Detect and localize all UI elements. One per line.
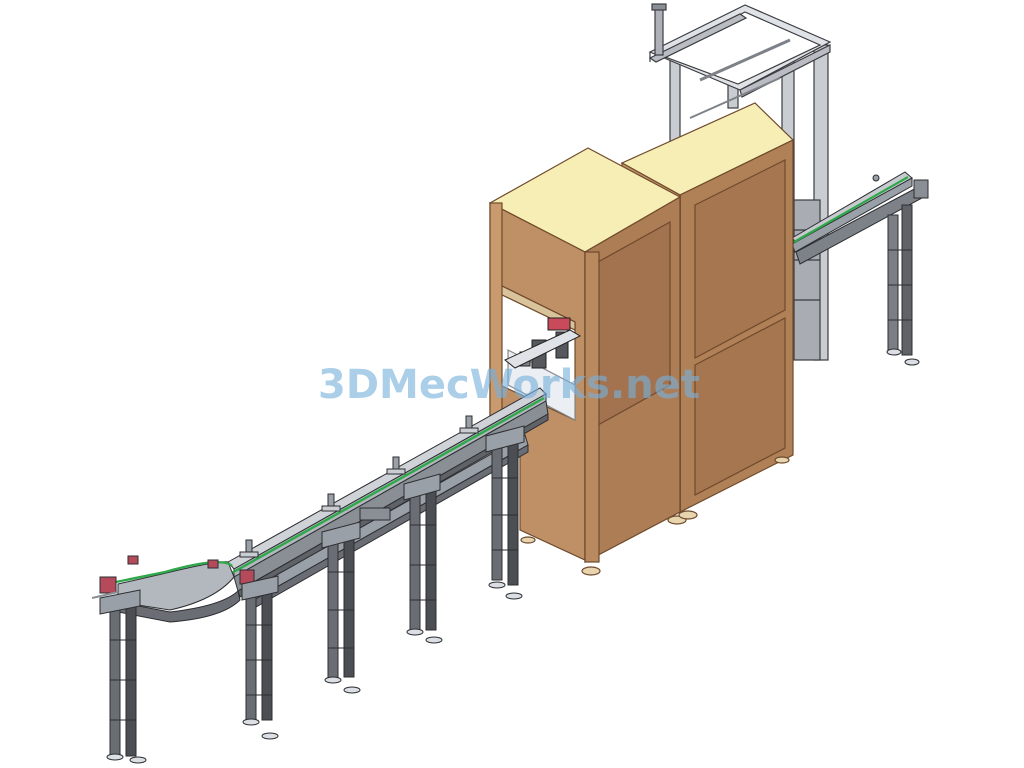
conveyor-main xyxy=(227,387,549,598)
enclosure-left xyxy=(488,147,682,576)
overhead-frame xyxy=(648,3,832,361)
support-legs xyxy=(99,425,525,757)
conveyor-curve xyxy=(91,555,255,623)
conveyor-return xyxy=(249,434,529,608)
leveling-feet xyxy=(106,581,523,764)
internal-mechanism xyxy=(504,317,582,369)
conveyor-right xyxy=(791,171,929,366)
